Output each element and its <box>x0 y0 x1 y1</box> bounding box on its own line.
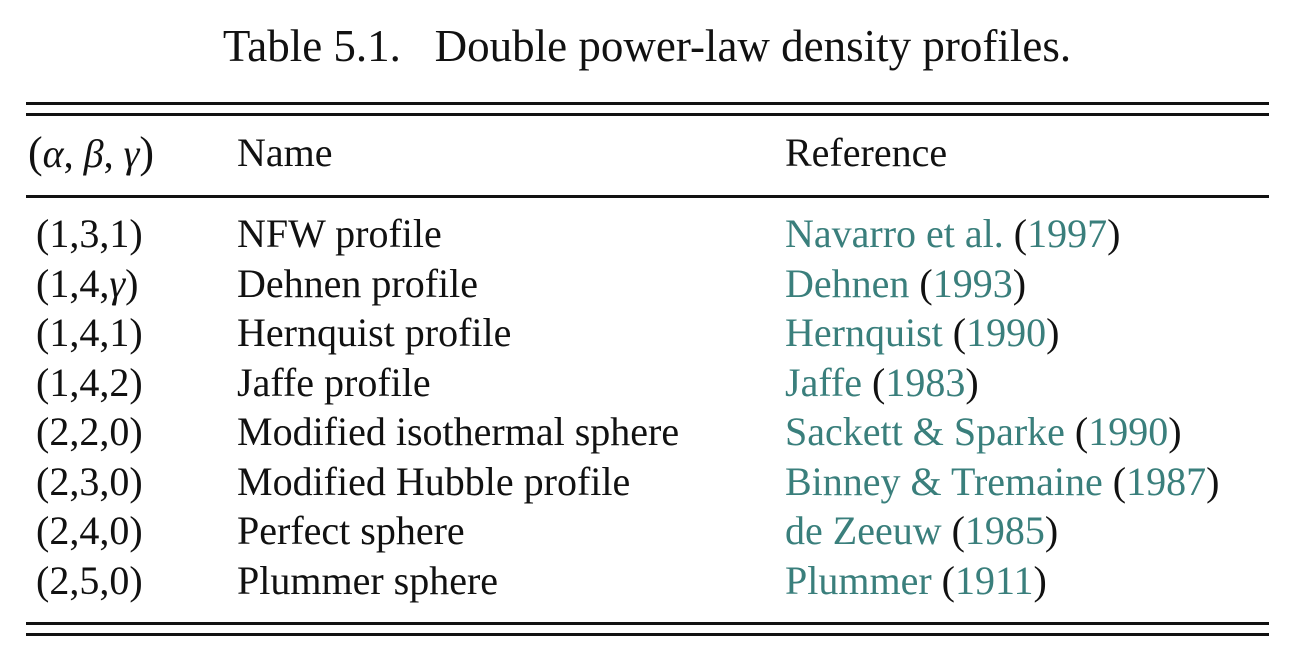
reference-year-link[interactable]: 1983 <box>885 359 966 405</box>
reference-paren-open: ( <box>1112 458 1127 504</box>
row-name: Jaffe profile <box>237 359 431 405</box>
row-name: Dehnen profile <box>237 260 479 306</box>
row-reference: de Zeeuw (1985) <box>785 506 1058 556</box>
reference-author-link[interactable]: Binney & Tremaine <box>785 458 1103 504</box>
header-beta: β <box>83 131 104 176</box>
table-header-row: (α, β, γ) Name Reference <box>26 128 1269 178</box>
row-params: (1,4,γ) <box>36 260 139 306</box>
row-params: (1,4,1) <box>36 310 143 355</box>
reference-year-link[interactable]: 1993 <box>932 260 1013 306</box>
row-reference: Navarro et al. (1997) <box>785 209 1120 259</box>
reference-author-link[interactable]: Sackett & Sparke <box>785 409 1065 454</box>
reference-paren-close: ) <box>1044 508 1059 553</box>
reference-paren-close: ) <box>1107 211 1121 256</box>
table-row: (2,4,0) Perfect sphere de Zeeuw (1985) <box>26 506 1269 556</box>
table-row: (2,5,0) Plummer sphere Plummer (1911) <box>26 556 1269 606</box>
row-params: (2,3,0) <box>36 458 143 504</box>
reference-author-link[interactable]: Plummer <box>785 557 932 603</box>
reference-paren-open: ( <box>872 359 886 405</box>
row-reference: Sackett & Sparke (1990) <box>785 407 1182 457</box>
table-row: (1,4,γ) Dehnen profile Dehnen (1993) <box>26 259 1269 309</box>
table-caption-title: Double power-law density profiles. <box>434 21 1072 71</box>
bottom-rule-inner <box>26 622 1269 625</box>
table-caption: Table 5.1. Double power-law density prof… <box>0 18 1294 74</box>
row-params: (1,3,1) <box>36 211 143 256</box>
row-name: Modified isothermal sphere <box>237 409 680 454</box>
row-name: Hernquist profile <box>237 310 512 355</box>
reference-author-link[interactable]: Jaffe <box>785 359 862 405</box>
row-reference: Plummer (1911) <box>785 556 1047 606</box>
reference-author-link[interactable]: Navarro et al. <box>785 211 1004 256</box>
reference-paren-close: ) <box>965 359 979 405</box>
row-reference: Hernquist (1990) <box>785 308 1059 358</box>
header-rule <box>26 195 1269 198</box>
reference-paren-close: ) <box>1012 260 1027 306</box>
reference-paren-close: ) <box>1206 458 1220 504</box>
header-params: (α, β, γ) <box>28 128 154 177</box>
table-row: (1,4,1) Hernquist profile Hernquist (1990) <box>26 308 1269 358</box>
reference-paren-open: ( <box>1074 409 1089 454</box>
row-params: (2,5,0) <box>36 557 143 603</box>
table-row: (2,3,0) Modified Hubble profile Binney & T… <box>26 457 1269 507</box>
reference-paren-open: ( <box>919 260 933 306</box>
header-reference: Reference <box>785 130 948 175</box>
top-rule-outer <box>26 102 1269 105</box>
row-name: Perfect sphere <box>237 508 465 553</box>
reference-author-link[interactable]: Dehnen <box>785 260 910 306</box>
row-params: (2,4,0) <box>36 508 143 553</box>
table-caption-label: Table 5.1. <box>222 21 401 71</box>
reference-paren-open: ( <box>951 508 965 553</box>
header-gamma: γ <box>123 131 140 176</box>
reference-paren-close: ) <box>1046 310 1060 355</box>
reference-paren-close: ) <box>1168 409 1182 454</box>
reference-author-link[interactable]: de Zeeuw <box>785 508 942 553</box>
bottom-rule-outer <box>26 633 1269 636</box>
row-name: Modified Hubble profile <box>237 458 631 504</box>
reference-paren-open: ( <box>941 557 955 603</box>
row-name: NFW profile <box>237 211 442 256</box>
row-reference: Binney & Tremaine (1987) <box>785 457 1219 507</box>
header-alpha: α <box>42 131 64 176</box>
reference-year-link[interactable]: 1987 <box>1126 458 1207 504</box>
table-row: (1,3,1) NFW profile Navarro et al. (1997) <box>26 209 1269 259</box>
row-reference: Jaffe (1983) <box>785 358 979 408</box>
reference-year-link[interactable]: 1997 <box>1027 211 1108 256</box>
row-name: Plummer sphere <box>237 557 499 603</box>
reference-year-link[interactable]: 1911 <box>955 557 1034 603</box>
reference-paren-close: ) <box>1033 557 1047 603</box>
table-row: (1,4,2) Jaffe profile Jaffe (1983) <box>26 358 1269 408</box>
table-row: (2,2,0) Modified isothermal sphere Sackett… <box>26 407 1269 457</box>
row-params: (2,2,0) <box>36 409 143 454</box>
reference-author-link[interactable]: Hernquist <box>785 310 943 355</box>
top-rule-inner <box>26 113 1269 116</box>
reference-paren-open: ( <box>1013 211 1028 256</box>
reference-year-link[interactable]: 1990 <box>966 310 1047 355</box>
reference-year-link[interactable]: 1990 <box>1088 409 1169 454</box>
row-reference: Dehnen (1993) <box>785 259 1026 309</box>
row-params: (1,4,2) <box>36 359 143 405</box>
header-name: Name <box>237 130 333 175</box>
reference-year-link[interactable]: 1985 <box>964 508 1045 553</box>
reference-paren-open: ( <box>952 310 967 355</box>
